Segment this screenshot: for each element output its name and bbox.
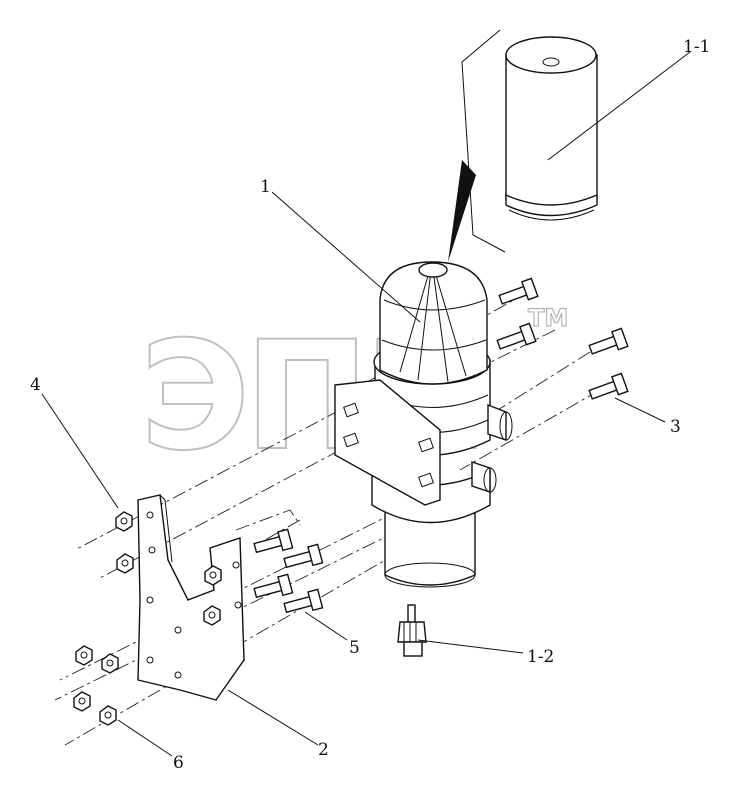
callout-3: 3 [670,417,681,437]
nut [75,645,93,666]
bolt [283,543,324,569]
mounting-bracket [137,494,245,701]
leader-lines [41,51,691,757]
callout-2: 2 [318,740,329,760]
bolt [588,372,629,400]
cartridge-insert-path [448,29,506,262]
bolts-upper-right [496,277,629,400]
bolt [498,277,539,305]
heater-plug [397,604,427,657]
callout-1: 1 [260,177,271,197]
nut [99,705,117,726]
watermark-trademark: TM [528,304,568,332]
callout-labels: 1-1 1 4 3 5 1-2 2 6 [30,37,710,773]
callout-4: 4 [30,375,41,395]
bolts-middle [253,528,324,614]
nut [204,565,222,586]
bolt [253,528,294,554]
callout-1-2: 1-2 [527,647,554,667]
air-dryer-assembly [334,261,513,588]
nut [101,653,119,674]
callout-1-1: 1-1 [683,37,710,57]
bolt [283,588,324,614]
filter-cartridge [505,36,598,221]
nuts [73,511,222,726]
callout-5: 5 [349,638,360,658]
bolt [496,322,537,350]
nut [203,605,221,626]
nut [116,553,134,574]
callout-6: 6 [173,753,184,773]
bolt [588,327,629,355]
bolt [253,573,294,599]
nut [73,691,91,712]
nut [115,511,133,532]
